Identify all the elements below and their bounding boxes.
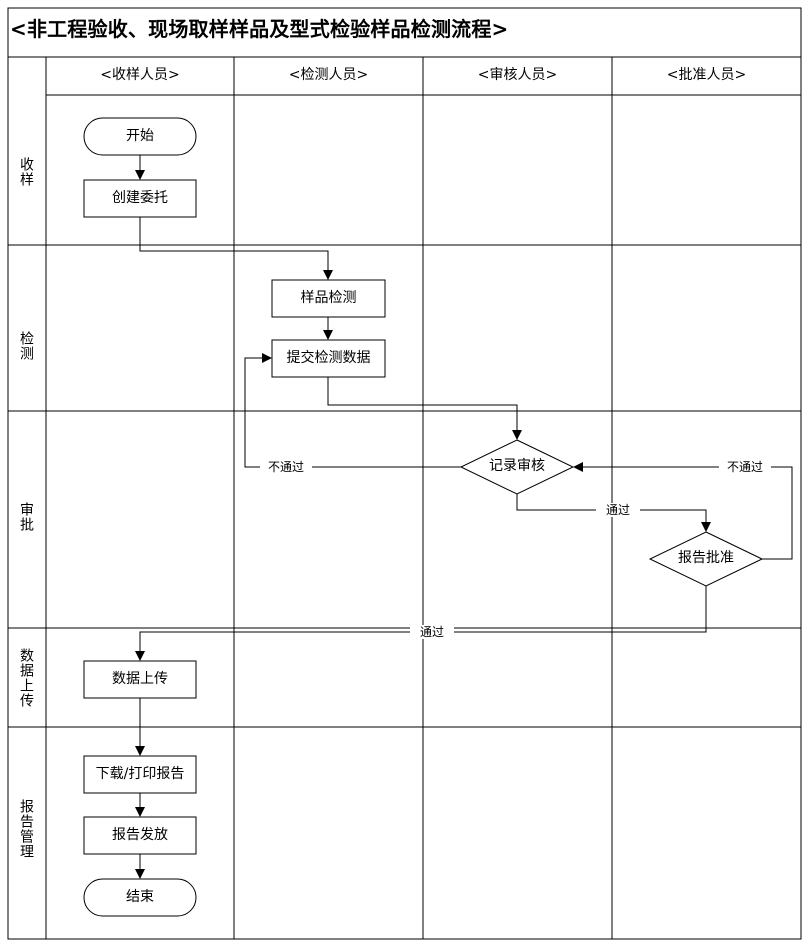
edge-approval-reject: [573, 462, 793, 560]
sample-test-box: [271, 279, 386, 318]
edge-submit-to-review: [327, 377, 522, 440]
create-commission-box: [83, 179, 197, 218]
edge-create-to-sample-test: [139, 217, 333, 280]
data-upload-box: [83, 660, 197, 699]
start-terminal: [83, 117, 197, 156]
report-issue-box: [83, 816, 197, 855]
end-terminal: [83, 878, 197, 917]
submit-data-box: [271, 339, 386, 378]
edge-review-reject: [244, 353, 461, 468]
download-print-box: [83, 755, 197, 794]
